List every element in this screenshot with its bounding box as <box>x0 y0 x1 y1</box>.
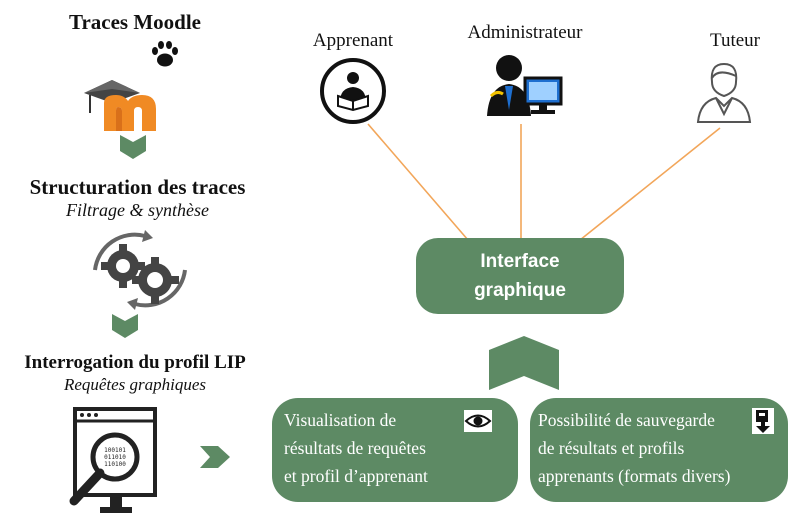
learner-reading-icon <box>320 58 386 124</box>
administrator-computer-icon <box>487 55 563 116</box>
role-administrateur-label: Administrateur <box>467 22 583 43</box>
up-arrow <box>489 336 559 390</box>
visualisation-line2: résultats de requêtes <box>284 438 426 458</box>
search-data-icon: 100101 011010 110100 <box>69 407 157 513</box>
interface-label-line2: graphique <box>474 280 566 301</box>
interface-graphique-box: Interface graphique <box>416 238 624 314</box>
traces-moodle-title: Traces Moodle <box>69 10 201 34</box>
visualisation-box: Visualisation de résultats de requêtes e… <box>272 398 518 502</box>
sauvegarde-line1: Possibilité de sauvegarde <box>538 410 715 430</box>
visualisation-line1: Visualisation de <box>284 410 397 430</box>
structuration-subtitle: Filtrage & synthèse <box>66 200 209 220</box>
down-arrow-2 <box>112 314 138 338</box>
interrogation-subtitle: Requêtes graphiques <box>63 375 207 394</box>
moodle-logo-icon <box>84 80 156 131</box>
sauvegarde-line3: apprenants (formats divers) <box>538 466 731 486</box>
tutor-user-icon <box>696 62 752 123</box>
svg-text:110100: 110100 <box>104 461 126 468</box>
paw-icon <box>152 41 178 67</box>
role-tuteur-label: Tuteur <box>710 30 760 51</box>
sauvegarde-line2: de résultats et profils <box>538 438 685 458</box>
right-arrow <box>200 446 230 468</box>
gears-icon <box>93 230 187 310</box>
download-icon <box>752 408 774 434</box>
role-apprenant-label: Apprenant <box>312 30 394 51</box>
visualisation-line3: et profil d’apprenant <box>284 466 428 486</box>
down-arrow-1 <box>120 135 146 159</box>
interrogation-title: Interrogation du profil LIP <box>24 352 246 373</box>
eye-icon <box>464 410 492 432</box>
svg-text:100101: 100101 <box>104 447 126 454</box>
sauvegarde-box: Possibilité de sauvegarde de résultats e… <box>530 398 788 502</box>
interface-label-line1: Interface <box>480 251 560 272</box>
svg-text:011010: 011010 <box>104 454 126 461</box>
structuration-title: Structuration des traces <box>29 175 246 199</box>
